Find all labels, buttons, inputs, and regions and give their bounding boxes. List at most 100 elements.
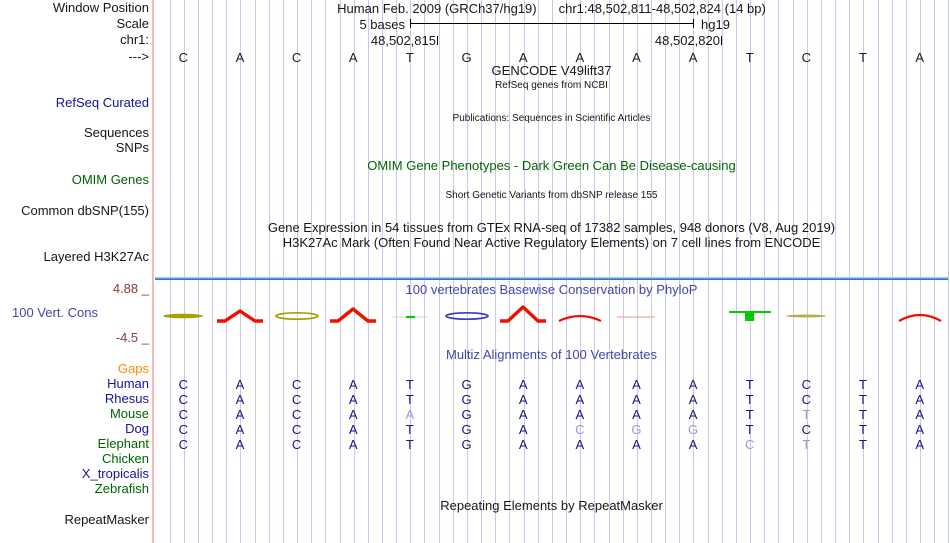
alignment-base: A: [688, 407, 698, 422]
alignment-base: A: [632, 377, 641, 392]
alignment-base: T: [405, 437, 414, 452]
alignment-base: T: [859, 407, 867, 422]
track-title-gencode[interactable]: GENCODE V49lift37: [491, 63, 612, 78]
track-label-repeatmasker[interactable]: RepeatMasker: [64, 512, 149, 527]
ruler-base: A: [348, 50, 358, 65]
alignment-base: A: [235, 407, 245, 422]
label-track-separator: [152, 0, 154, 543]
phylop-glyph-lens-thin: [778, 302, 835, 328]
guideline: [297, 0, 299, 543]
guideline: [580, 0, 582, 543]
guideline: [877, 0, 879, 543]
row-label-mouse[interactable]: Mouse: [109, 406, 149, 421]
scale-value: 5 bases: [359, 17, 405, 32]
row-label-x_tropicalis[interactable]: X_tropicalis: [81, 466, 149, 481]
alignment-base: C: [801, 392, 812, 407]
guideline: [424, 0, 426, 543]
track-title-repeatmasker[interactable]: Repeating Elements by RepeatMasker: [440, 498, 663, 513]
guideline: [735, 0, 737, 543]
track-title-publications[interactable]: Publications: Sequences in Scientific Ar…: [452, 113, 651, 124]
guideline: [650, 0, 652, 543]
guideline: [721, 0, 723, 543]
ruler-base: A: [518, 50, 528, 65]
alignment-base: A: [348, 407, 358, 422]
alignment-base: T: [859, 437, 867, 452]
alignment-base: A: [518, 422, 528, 437]
alignment-base: G: [461, 392, 472, 407]
alignment-base: A: [348, 392, 358, 407]
guideline: [466, 0, 468, 543]
guideline: [523, 0, 525, 543]
ruler-base: T: [859, 50, 867, 65]
guideline: [849, 0, 851, 543]
alignment-base: C: [291, 407, 302, 422]
alignment-base: C: [291, 437, 302, 452]
row-label-rhesus[interactable]: Rhesus: [104, 391, 149, 406]
alignment-base: A: [688, 392, 698, 407]
track-group-divider: [155, 277, 948, 280]
track-title-omim-phenotypes[interactable]: OMIM Gene Phenotypes - Dark Green Can Be…: [367, 158, 736, 173]
phylop-glyph-peak: [212, 302, 269, 328]
track-label-sequences[interactable]: Sequences: [83, 125, 149, 140]
guideline: [707, 0, 709, 543]
ruler-base: A: [688, 50, 698, 65]
coordinate-left: 48,502,815: [370, 33, 436, 48]
alignment-base: C: [801, 422, 812, 437]
guideline: [481, 0, 483, 543]
alignment-base: A: [518, 377, 528, 392]
alignment-base: T: [405, 377, 414, 392]
guideline: [410, 0, 412, 543]
row-label-chicken[interactable]: Chicken: [102, 451, 149, 466]
ruler-base: C: [178, 50, 189, 65]
guideline: [240, 0, 242, 543]
guideline: [679, 0, 681, 543]
track-title-h3k27ac[interactable]: H3K27Ac Mark (Often Found Near Active Re…: [282, 235, 821, 250]
track-label-snps[interactable]: SNPs: [115, 140, 149, 155]
assembly-tag: hg19: [701, 17, 730, 32]
track-title-phylop[interactable]: 100 vertebrates Basewise Conservation by…: [405, 282, 698, 297]
track-label-100-vert-cons[interactable]: 100 Vert. Cons: [12, 305, 98, 320]
alignment-base: G: [461, 377, 472, 392]
row-label-gaps[interactable]: Gaps: [117, 361, 149, 376]
alignment-base: A: [348, 377, 358, 392]
window-position-header: Human Feb. 2009 (GRCh37/hg19) chr1:48,50…: [155, 1, 948, 16]
row-label-elephant[interactable]: Elephant: [97, 436, 149, 451]
guideline: [452, 0, 454, 543]
row-label-human[interactable]: Human: [107, 376, 149, 391]
guideline: [169, 0, 171, 543]
track-title-gtex[interactable]: Gene Expression in 54 tissues from GTEx …: [267, 220, 836, 235]
track-title-refseq[interactable]: RefSeq genes from NCBI: [495, 80, 608, 91]
alignment-base: C: [178, 422, 189, 437]
guideline: [594, 0, 596, 543]
track-label-omim-genes[interactable]: OMIM Genes: [71, 172, 149, 187]
row-label-dog[interactable]: Dog: [125, 421, 149, 436]
track-label-common-dbsnp[interactable]: Common dbSNP(155): [21, 203, 149, 218]
alignment-base: T: [802, 437, 811, 452]
phylop-glyph-neg: [721, 302, 778, 328]
track-label-refseq-curated[interactable]: RefSeq Curated: [55, 95, 149, 110]
alignment-base: T: [745, 377, 754, 392]
guideline: [636, 0, 638, 543]
phylop-glyph-line: [608, 302, 665, 328]
coordinate-right: 48,502,820: [654, 33, 720, 48]
row-label-zebrafish[interactable]: Zebrafish: [94, 481, 149, 496]
alignment-base: C: [178, 392, 189, 407]
track-title-dbsnp155[interactable]: Short Genetic Variants from dbSNP releas…: [445, 190, 658, 201]
alignment-base: T: [859, 377, 867, 392]
label-scale: Scale: [116, 16, 149, 31]
label-strand-arrow: --->: [128, 49, 149, 64]
alignment-base: C: [801, 377, 812, 392]
alignment-base: C: [291, 392, 302, 407]
guideline: [934, 0, 936, 543]
track-label-layered-h3k27ac[interactable]: Layered H3K27Ac: [43, 249, 149, 264]
ruler-base: A: [915, 50, 924, 65]
assembly-title: Human Feb. 2009 (GRCh37/hg19): [337, 1, 537, 16]
guideline: [254, 0, 256, 543]
track-title-multiz[interactable]: Multiz Alignments of 100 Vertebrates: [445, 347, 657, 362]
guideline: [835, 0, 837, 543]
